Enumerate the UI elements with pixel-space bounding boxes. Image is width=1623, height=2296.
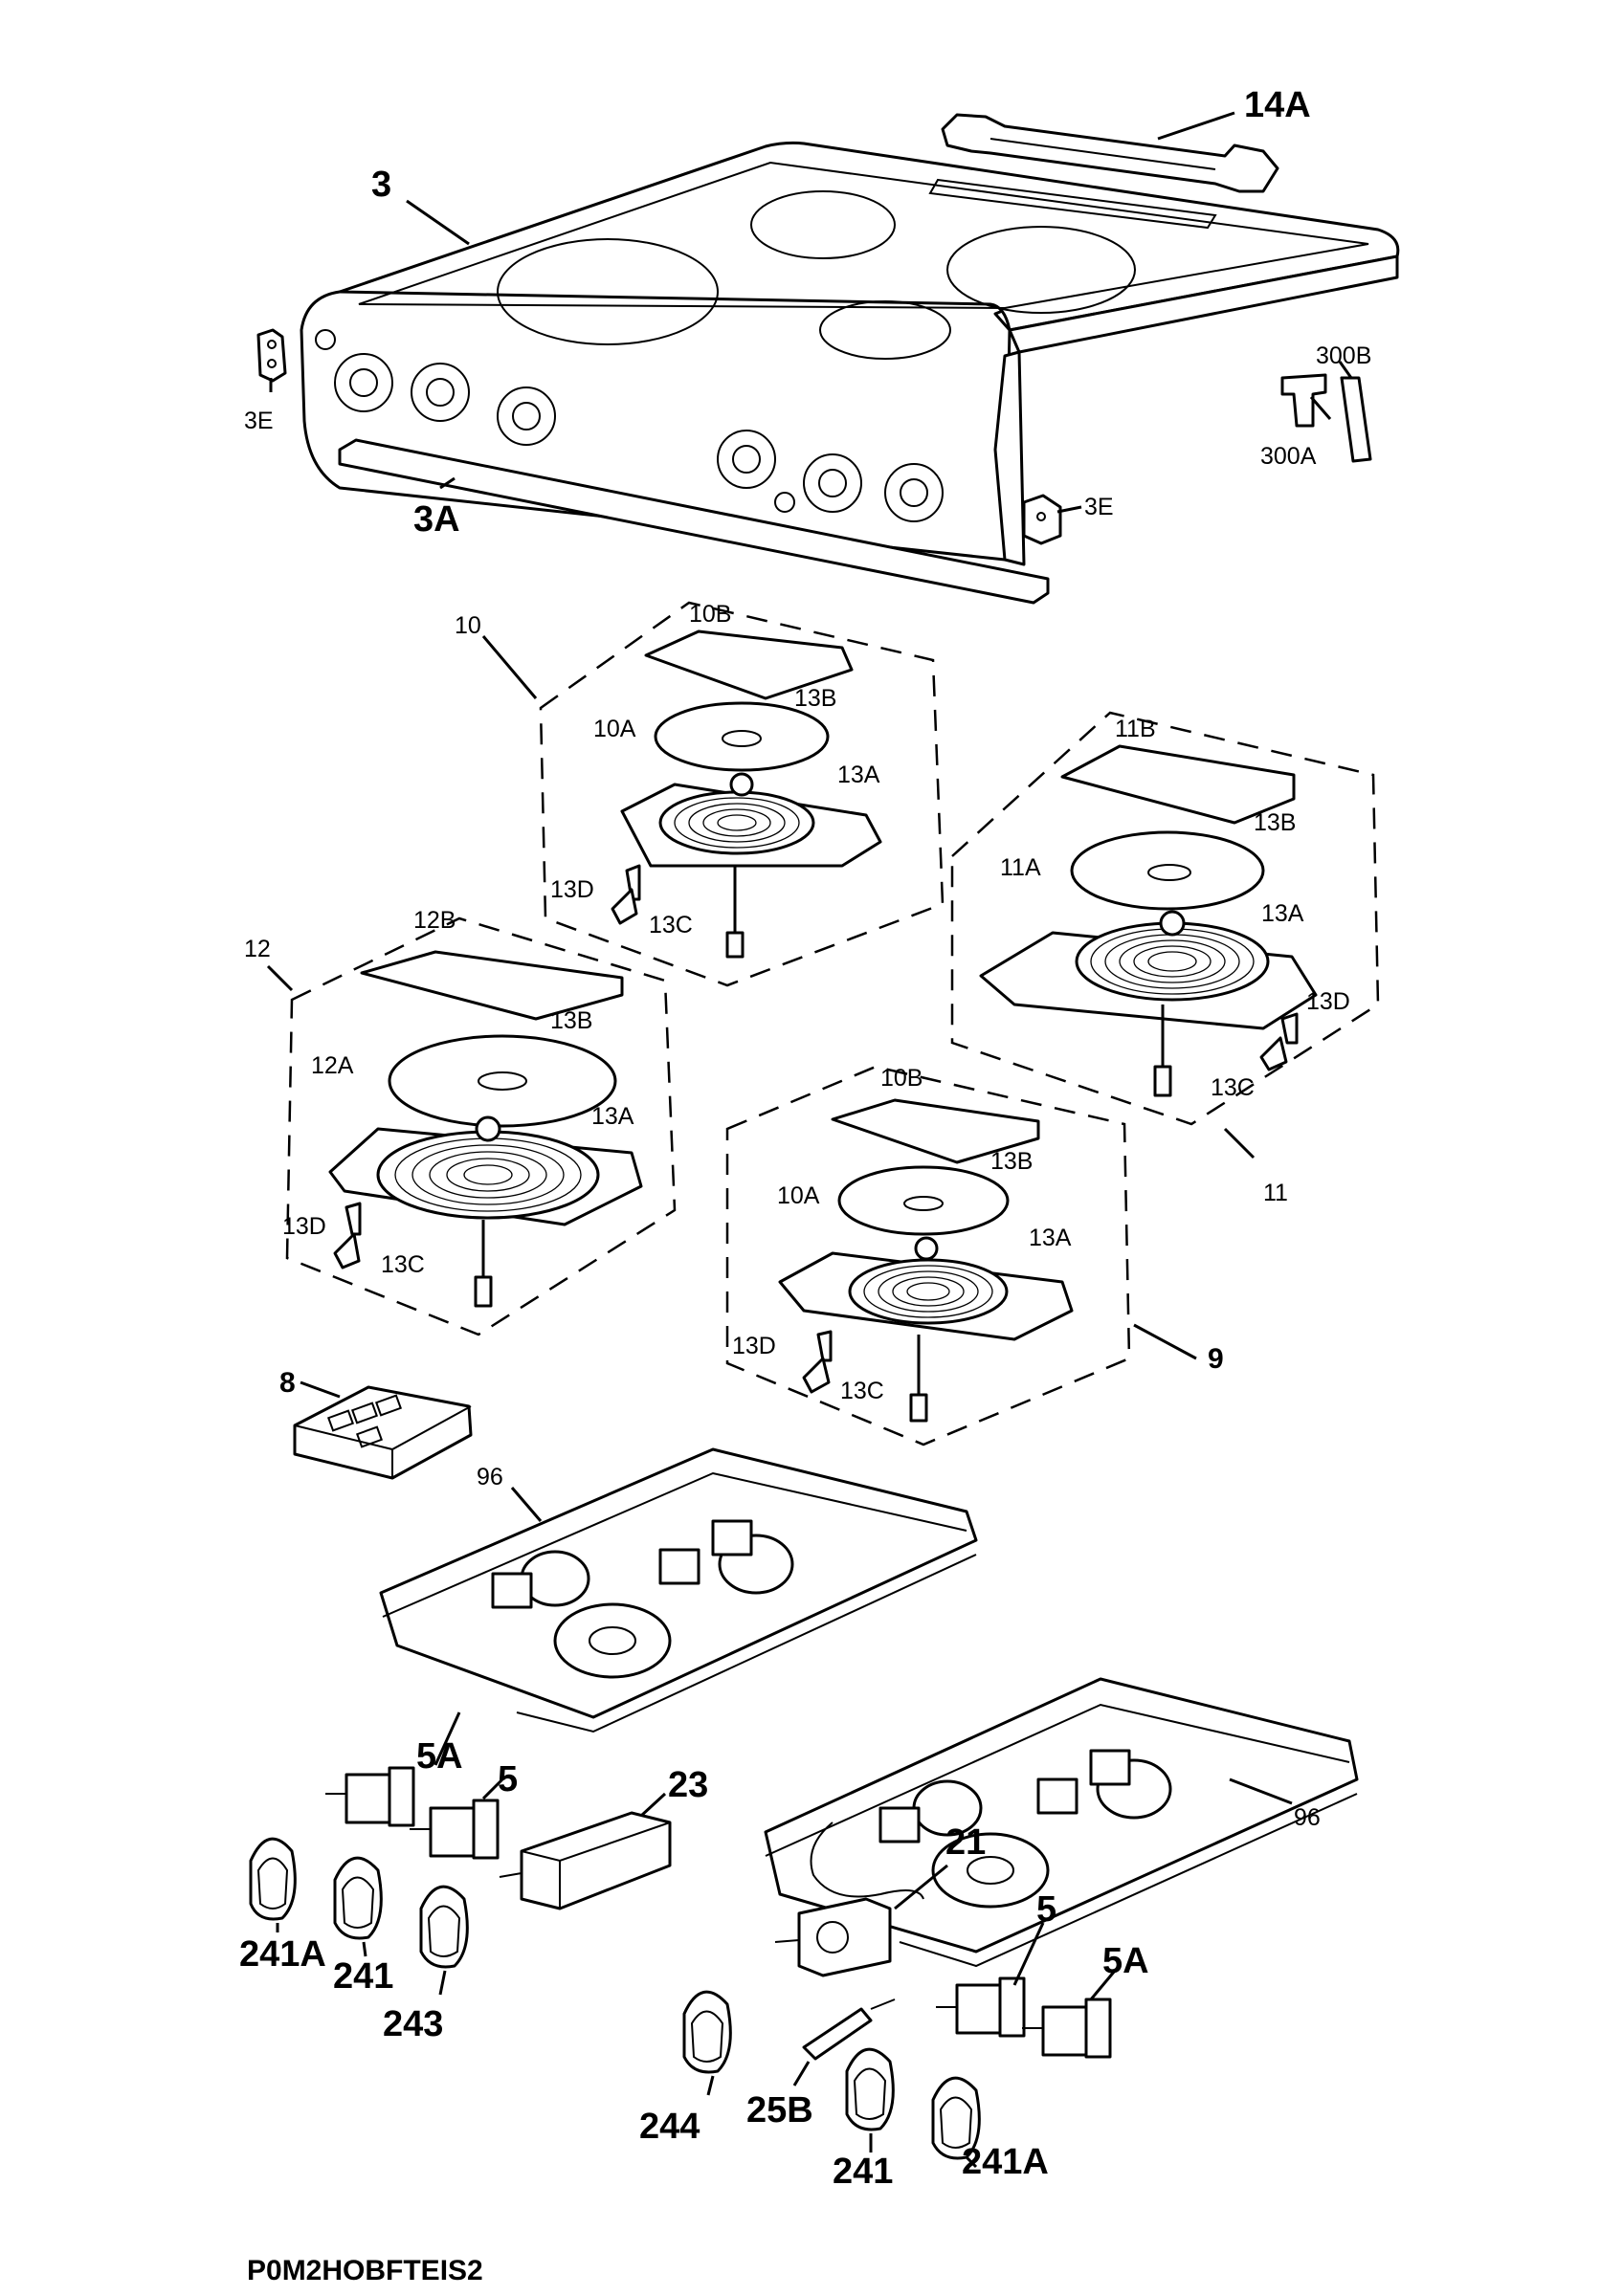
label-10b-b: 10B bbox=[880, 1065, 923, 1092]
label-12a: 12A bbox=[311, 1052, 354, 1079]
control-strip bbox=[941, 113, 1279, 193]
label-13d-a: 13D bbox=[550, 876, 594, 903]
diagram-code: P0M2HOBFTEIS2 bbox=[247, 2255, 483, 2286]
label-23: 23 bbox=[668, 1765, 708, 1805]
label-96-right: 96 bbox=[1294, 1804, 1321, 1831]
heating-element-12 bbox=[285, 916, 677, 1336]
clip-300a bbox=[1280, 373, 1327, 428]
label-13d-c: 13D bbox=[282, 1213, 326, 1240]
power-module-left bbox=[379, 1447, 978, 1733]
label-12: 12 bbox=[244, 936, 271, 962]
bracket-left bbox=[256, 328, 287, 383]
knob-241a-right bbox=[931, 2076, 981, 2160]
label-5-left: 5 bbox=[498, 1759, 518, 1799]
label-241a-right: 241A bbox=[962, 2142, 1049, 2182]
label-3: 3 bbox=[371, 165, 391, 205]
switch-5-right bbox=[936, 1976, 1026, 2038]
regulator bbox=[499, 1811, 672, 1910]
label-13d-b: 13D bbox=[1306, 988, 1350, 1015]
label-14a: 14A bbox=[1244, 85, 1311, 125]
knob-241-left bbox=[333, 1856, 383, 1940]
label-300b: 300B bbox=[1316, 342, 1371, 369]
label-13c-d: 13C bbox=[840, 1378, 884, 1404]
label-5a-left: 5A bbox=[416, 1736, 463, 1777]
label-3a: 3A bbox=[413, 499, 460, 540]
label-21: 21 bbox=[945, 1822, 986, 1863]
knob-holes bbox=[315, 329, 944, 522]
label-13d-d: 13D bbox=[732, 1333, 776, 1359]
label-5-right: 5 bbox=[1036, 1889, 1056, 1930]
knob-244 bbox=[682, 1990, 732, 2074]
power-module-right bbox=[764, 1677, 1359, 1968]
switch-5-left bbox=[410, 1799, 500, 1860]
label-13a-b: 13A bbox=[1261, 900, 1304, 927]
label-8: 8 bbox=[279, 1367, 296, 1399]
label-300a: 300A bbox=[1260, 443, 1317, 470]
label-241-right: 241 bbox=[833, 2152, 893, 2192]
knob-243 bbox=[419, 1885, 469, 1969]
label-3e-right: 3E bbox=[1084, 494, 1114, 520]
label-244: 244 bbox=[639, 2107, 700, 2147]
label-11: 11 bbox=[1263, 1180, 1288, 1206]
small-fasteners bbox=[333, 864, 1299, 1394]
label-243: 243 bbox=[383, 2004, 443, 2044]
leader-lines bbox=[266, 111, 1353, 2169]
label-241-left: 241 bbox=[333, 1956, 393, 1997]
label-11b: 11B bbox=[1115, 716, 1156, 742]
heating-element-11 bbox=[950, 711, 1380, 1126]
switch-5a-right bbox=[1022, 1998, 1112, 2059]
label-5a-right: 5A bbox=[1102, 1941, 1149, 1981]
heating-element-9 bbox=[725, 1065, 1131, 1446]
label-10a-b: 10A bbox=[777, 1182, 820, 1209]
clip-300b bbox=[1340, 376, 1372, 463]
label-3e-left: 3E bbox=[244, 408, 274, 434]
labels: 14A 3 3E 3E 3A 300B 300A 10 10B 10A 13B … bbox=[239, 85, 1371, 2286]
label-96-left: 96 bbox=[477, 1464, 503, 1490]
label-10: 10 bbox=[455, 612, 481, 639]
front-trim bbox=[338, 438, 1050, 605]
label-13c-b: 13C bbox=[1211, 1074, 1255, 1101]
label-241a-left: 241A bbox=[239, 1934, 326, 1975]
heating-element-10 bbox=[539, 601, 945, 987]
knobs bbox=[249, 1837, 981, 2160]
label-13a-a: 13A bbox=[837, 762, 880, 788]
label-13b-d: 13B bbox=[990, 1148, 1033, 1175]
label-13b-a: 13B bbox=[794, 685, 836, 712]
label-13a-c: 13A bbox=[591, 1103, 634, 1130]
label-13b-c: 13B bbox=[550, 1007, 592, 1034]
knob-241a-left bbox=[249, 1837, 297, 1921]
lamp bbox=[802, 1998, 896, 2061]
label-11a: 11A bbox=[1000, 854, 1041, 881]
cooktop-assembly bbox=[300, 141, 1400, 566]
label-10a: 10A bbox=[593, 716, 636, 742]
label-13c-c: 13C bbox=[381, 1251, 425, 1278]
label-13c-a: 13C bbox=[649, 912, 693, 938]
control-board bbox=[293, 1385, 473, 1480]
label-10b: 10B bbox=[689, 601, 731, 628]
label-13b-b: 13B bbox=[1254, 809, 1296, 836]
thermostat bbox=[774, 1821, 924, 1977]
bracket-right bbox=[1022, 494, 1062, 545]
label-25b: 25B bbox=[746, 2090, 813, 2130]
label-9: 9 bbox=[1208, 1343, 1224, 1375]
label-13a-d: 13A bbox=[1029, 1225, 1072, 1251]
label-12b: 12B bbox=[413, 907, 456, 934]
knob-241-right bbox=[845, 2047, 895, 2131]
switch-5a-left bbox=[325, 1766, 415, 1827]
